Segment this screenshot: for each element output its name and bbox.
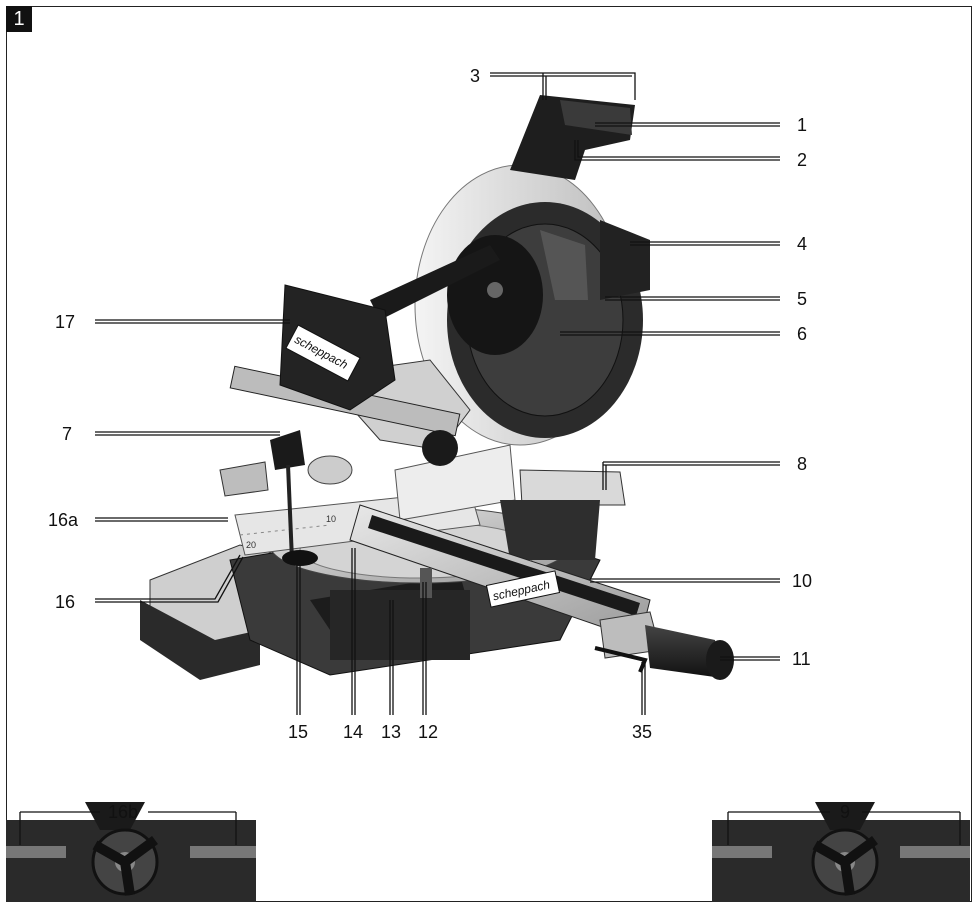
scale-mark-10: 10 xyxy=(326,514,336,524)
figure-number-badge: 1 xyxy=(6,6,32,32)
detail-inset-9 xyxy=(712,802,970,902)
callout-13: 13 xyxy=(381,722,401,742)
detail-inset-16b xyxy=(6,802,256,902)
dust-bag: scheppach xyxy=(279,284,396,411)
callout-9: 9 xyxy=(840,802,850,822)
figure-frame xyxy=(6,6,972,902)
callout-10: 10 xyxy=(792,571,812,591)
callout-5: 5 xyxy=(797,289,807,309)
callout-8: 8 xyxy=(797,454,807,474)
callout-6: 6 xyxy=(797,324,807,344)
slide-arm: scheppach xyxy=(349,504,651,641)
callout-16b: 16b xyxy=(108,802,138,822)
callout-4: 4 xyxy=(797,234,807,254)
callout-11: 11 xyxy=(792,649,811,669)
callout-1: 1 xyxy=(797,115,807,135)
callout-17: 17 xyxy=(55,312,75,332)
handle-grip xyxy=(594,611,734,680)
callout-labels: 3 1 2 4 5 6 17 7 8 16a 16 10 11 15 14 13… xyxy=(48,66,850,822)
material-clamp xyxy=(219,430,318,566)
callout-16a: 16a xyxy=(48,510,79,530)
callout-3: 3 xyxy=(470,66,480,86)
callout-35: 35 xyxy=(632,722,652,742)
callout-14: 14 xyxy=(343,722,363,742)
top-handle xyxy=(510,95,635,180)
right-extension xyxy=(500,469,626,560)
callout-7: 7 xyxy=(62,424,72,444)
callout-leaders xyxy=(19,72,961,845)
callout-15: 15 xyxy=(288,722,308,742)
callout-16: 16 xyxy=(55,592,75,612)
callout-12: 12 xyxy=(418,722,438,742)
callout-2: 2 xyxy=(797,150,807,170)
scale-mark-20: 20 xyxy=(246,540,256,550)
